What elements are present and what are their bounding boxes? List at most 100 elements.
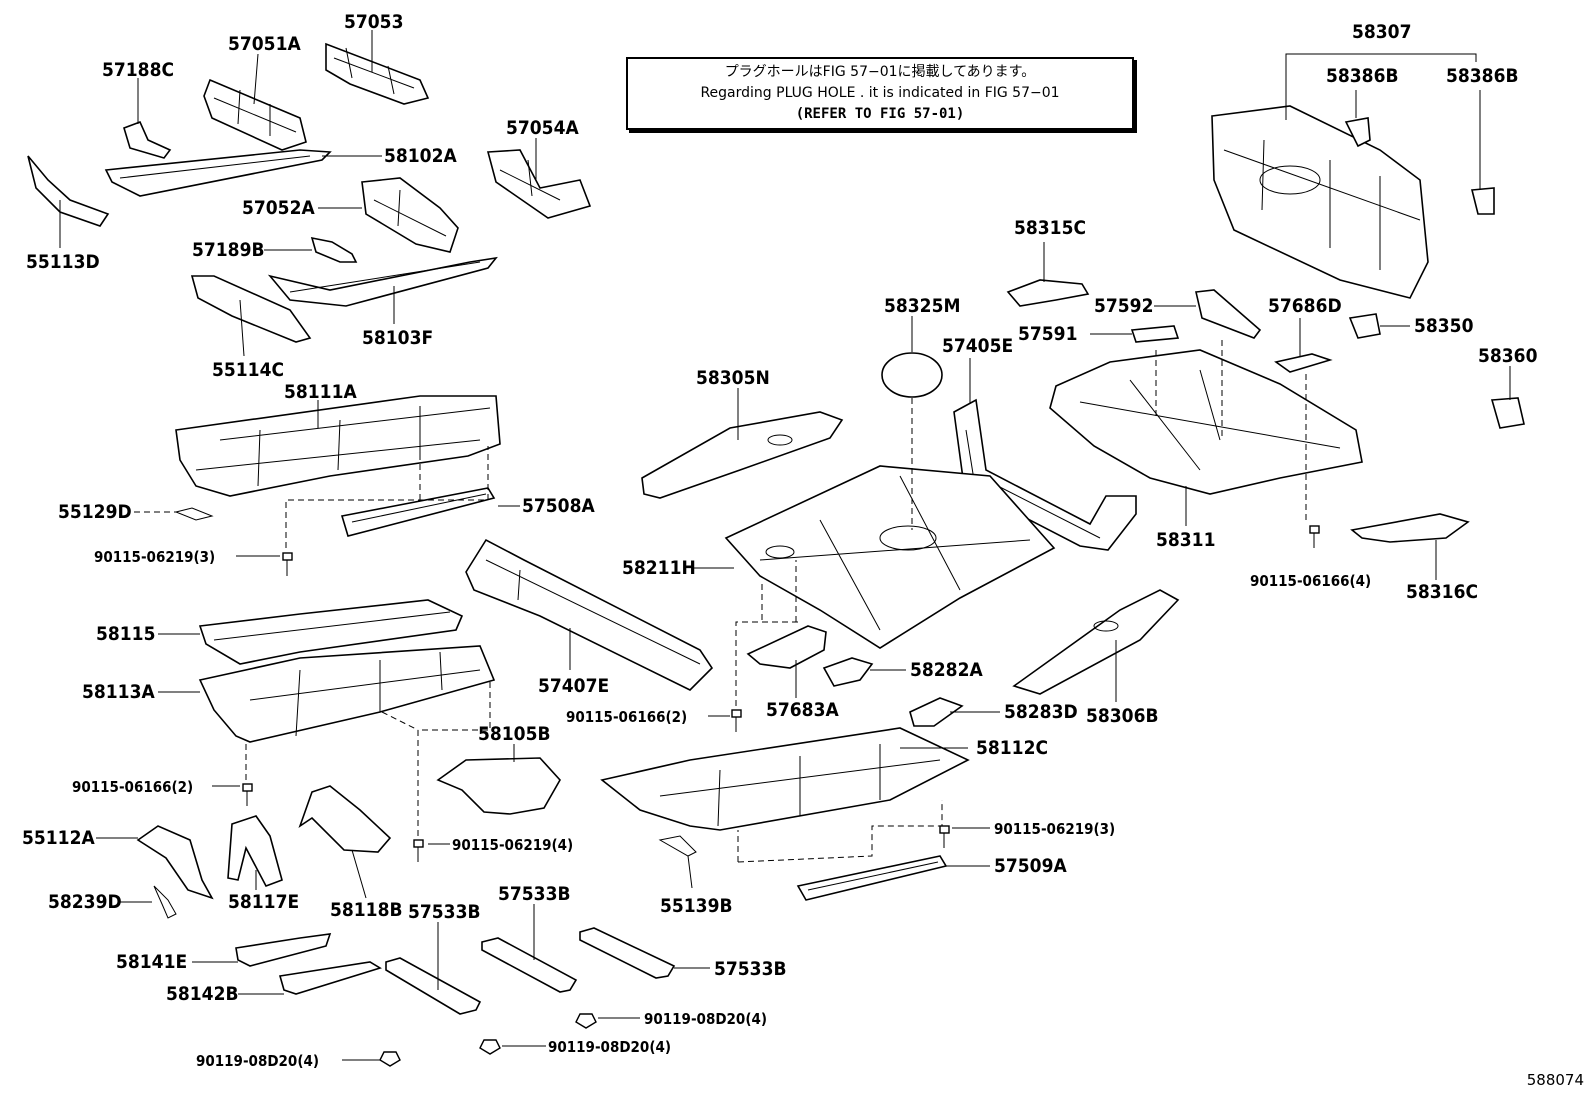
label-58113A: 58113A bbox=[82, 681, 155, 703]
bolt-08D20-left[interactable] bbox=[379, 1051, 401, 1067]
part-58307[interactable] bbox=[1211, 105, 1429, 299]
bolts bbox=[242, 525, 1320, 1067]
note-english: Regarding PLUG HOLE . it is indicated in… bbox=[700, 85, 1060, 101]
label-55112A: 55112A bbox=[22, 827, 95, 849]
part-58102A[interactable] bbox=[104, 149, 332, 197]
label-57188C: 57188C bbox=[102, 59, 174, 81]
part-58105B[interactable] bbox=[436, 757, 561, 815]
part-58282A[interactable] bbox=[822, 657, 874, 687]
label-57051A: 57051A bbox=[228, 33, 301, 55]
part-57052A[interactable] bbox=[361, 177, 459, 253]
bolt-06166-mid[interactable] bbox=[731, 709, 742, 732]
label-58142B: 58142B bbox=[166, 983, 239, 1005]
part-58350[interactable] bbox=[1348, 313, 1381, 339]
part-57533B-mid[interactable] bbox=[481, 937, 578, 993]
part-57533B-right[interactable] bbox=[579, 927, 676, 979]
label-58103F: 58103F bbox=[362, 327, 433, 349]
label-90119-08D20-right: 90119-08D20(4) bbox=[644, 1010, 767, 1028]
label-57686D: 57686D bbox=[1268, 295, 1342, 317]
label-55139B: 55139B bbox=[660, 895, 733, 917]
part-57509A[interactable] bbox=[796, 855, 948, 901]
label-57508A: 57508A bbox=[522, 495, 595, 517]
label-57592: 57592 bbox=[1094, 295, 1153, 317]
part-58211H[interactable] bbox=[724, 465, 1056, 649]
label-58386B-left: 58386B bbox=[1326, 65, 1399, 87]
label-90119-08D20-left: 90119-08D20(4) bbox=[196, 1052, 319, 1070]
label-57533B-left: 57533B bbox=[408, 901, 481, 923]
label-58282A: 58282A bbox=[910, 659, 983, 681]
label-57683A: 57683A bbox=[766, 699, 839, 721]
note-reference: (REFER TO FIG 57-01) bbox=[795, 106, 965, 122]
bolt-06219-right[interactable] bbox=[939, 825, 950, 848]
label-57533B-right: 57533B bbox=[714, 958, 787, 980]
part-58141E[interactable] bbox=[235, 933, 332, 967]
note-japanese: プラグホールはFIG 57−01に掲載してあります。 bbox=[724, 64, 1036, 80]
part-58315C[interactable] bbox=[1006, 279, 1090, 307]
label-90115-06219-3-left: 90115-06219(3) bbox=[94, 548, 215, 566]
label-58315C: 58315C bbox=[1014, 217, 1086, 239]
label-58117E: 58117E bbox=[228, 891, 299, 913]
part-58111A[interactable] bbox=[175, 395, 501, 497]
label-58325M: 58325M bbox=[884, 295, 960, 317]
part-58283D[interactable] bbox=[909, 697, 964, 727]
part-55112A[interactable] bbox=[136, 825, 214, 900]
part-58115[interactable] bbox=[198, 599, 464, 665]
label-58283D: 58283D bbox=[1004, 701, 1078, 723]
part-55139B[interactable] bbox=[658, 835, 697, 857]
part-57533B-left[interactable] bbox=[385, 957, 482, 1015]
part-58386B-right[interactable] bbox=[1470, 187, 1495, 215]
label-58239D: 58239D bbox=[48, 891, 122, 913]
label-90115-06166-4: 90115-06166(4) bbox=[1250, 572, 1371, 590]
label-58311: 58311 bbox=[1156, 529, 1215, 551]
label-55129D: 55129D bbox=[58, 501, 132, 523]
part-57189B[interactable] bbox=[310, 236, 358, 263]
label-57054A: 57054A bbox=[506, 117, 579, 139]
part-58239D[interactable] bbox=[153, 885, 177, 919]
part-57592[interactable] bbox=[1195, 289, 1262, 339]
label-58115: 58115 bbox=[96, 623, 155, 645]
label-58360: 58360 bbox=[1478, 345, 1538, 367]
part-55114C[interactable] bbox=[190, 275, 312, 343]
part-55113D[interactable] bbox=[27, 155, 110, 227]
part-57188C[interactable] bbox=[123, 120, 172, 159]
label-55113D: 55113D bbox=[26, 251, 100, 273]
part-57054A[interactable] bbox=[486, 149, 592, 219]
part-55129D[interactable] bbox=[174, 507, 214, 521]
label-57533B-mid: 57533B bbox=[498, 883, 571, 905]
bolt-06219-left[interactable] bbox=[282, 552, 293, 576]
part-57508A[interactable] bbox=[340, 487, 496, 537]
bolt-08D20-mid[interactable] bbox=[479, 1039, 501, 1055]
part-58325M[interactable] bbox=[881, 352, 943, 398]
part-58117E[interactable] bbox=[227, 815, 283, 887]
part-57683A[interactable] bbox=[746, 625, 827, 669]
part-58316C[interactable] bbox=[1350, 513, 1470, 543]
part-58305N[interactable] bbox=[641, 411, 844, 499]
label-57405E: 57405E bbox=[942, 335, 1013, 357]
label-58111A: 58111A bbox=[284, 381, 357, 403]
part-58103F[interactable] bbox=[267, 256, 498, 307]
bolt-06166-left[interactable] bbox=[242, 783, 253, 806]
label-57189B: 57189B bbox=[192, 239, 265, 261]
part-57591[interactable] bbox=[1130, 325, 1180, 343]
part-57686D[interactable] bbox=[1274, 353, 1333, 373]
part-57405E[interactable] bbox=[953, 398, 1137, 551]
part-58386B-left[interactable] bbox=[1344, 117, 1371, 148]
label-57591: 57591 bbox=[1018, 323, 1077, 345]
label-58307: 58307 bbox=[1352, 21, 1411, 43]
bolt-08D20-right[interactable] bbox=[575, 1013, 597, 1029]
part-58360[interactable] bbox=[1490, 397, 1525, 429]
plug-hole-note: プラグホールはFIG 57−01に掲載してあります。 Regarding PLU… bbox=[626, 57, 1134, 130]
part-58306B[interactable] bbox=[1012, 589, 1180, 695]
part-labels: 57053 57051A 57188C 58102A 57054A 57052A… bbox=[22, 11, 1538, 1070]
bolt-06219-4[interactable] bbox=[413, 839, 424, 862]
label-57052A: 57052A bbox=[242, 197, 315, 219]
part-58112C[interactable] bbox=[600, 727, 970, 831]
part-58142B[interactable] bbox=[278, 961, 382, 995]
bolt-06166-right[interactable] bbox=[1309, 525, 1320, 548]
label-57407E: 57407E bbox=[538, 675, 609, 697]
part-58311[interactable] bbox=[1049, 349, 1363, 495]
part-57407E[interactable] bbox=[465, 538, 714, 691]
label-58316C: 58316C bbox=[1406, 581, 1478, 603]
label-57053: 57053 bbox=[344, 11, 403, 33]
part-58118B[interactable] bbox=[298, 785, 392, 853]
